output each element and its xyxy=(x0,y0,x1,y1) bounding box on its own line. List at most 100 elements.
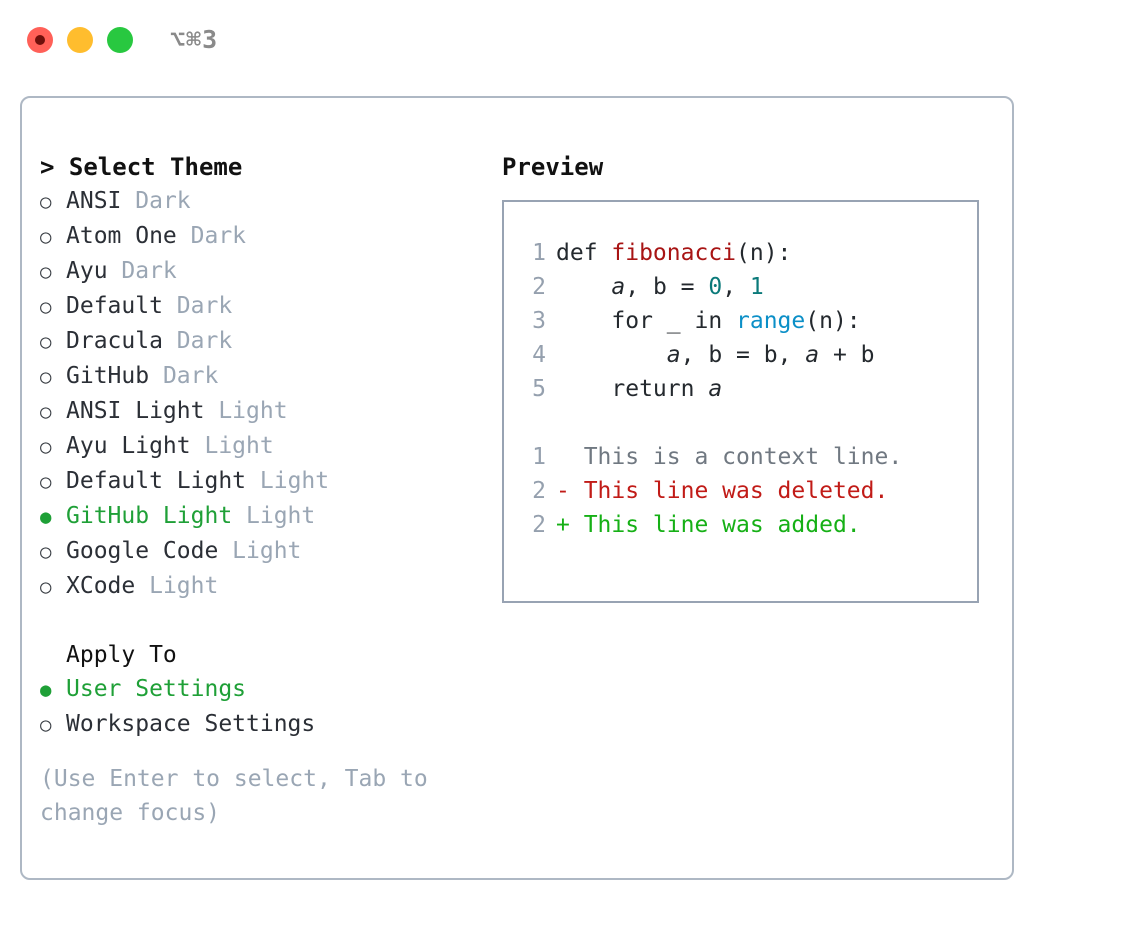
theme-item-tag: Dark xyxy=(162,363,219,389)
theme-item-dracula[interactable]: ○ Dracula Dark xyxy=(40,324,480,359)
code-line-text: a, b = b, a + b xyxy=(546,338,875,372)
code-line: 3 for _ in range(n): xyxy=(516,304,902,338)
theme-item-tag: Dark xyxy=(176,293,233,319)
select-theme-header: > Select Theme xyxy=(40,153,243,181)
theme-item-github[interactable]: ○GitHub Dark xyxy=(40,359,480,394)
code-line-text: def fibonacci(n): xyxy=(546,236,791,270)
diff-line: 2- This line was deleted. xyxy=(516,474,902,508)
radio-icon[interactable]: ○ xyxy=(40,296,52,318)
radio-icon[interactable]: ○ xyxy=(40,471,52,493)
radio-icon[interactable]: ○ xyxy=(40,576,52,598)
code-token: 1 xyxy=(749,274,764,300)
theme-item-tag: Light xyxy=(149,573,219,599)
theme-selector-column: > Select Theme ○ANSI Dark○Atom One Dark○… xyxy=(40,150,480,742)
theme-item-tag: Light xyxy=(259,468,330,494)
theme-item-label: Dracula xyxy=(66,328,177,354)
code-token: = xyxy=(666,274,709,300)
theme-item-tag: Dark xyxy=(121,258,177,284)
radio-icon[interactable]: ○ xyxy=(40,331,52,353)
radio-icon[interactable]: ○ xyxy=(40,226,52,248)
radio-icon[interactable]: ○ xyxy=(40,261,52,283)
code-line-text: for _ in range(n): xyxy=(546,304,861,338)
preview-title: Preview xyxy=(502,153,604,181)
apply-to-option-label: Workspace Settings xyxy=(66,711,316,737)
apply-to-list[interactable]: ● User Settings ○ Workspace Settings xyxy=(40,672,480,742)
radio-icon[interactable]: ○ xyxy=(40,541,52,563)
minimize-button[interactable] xyxy=(67,27,93,53)
code-token: a xyxy=(708,376,723,402)
theme-item-tag: Light xyxy=(218,398,288,424)
theme-item-ansi-light[interactable]: ○ ANSI Light Light xyxy=(40,394,480,429)
theme-list[interactable]: ○ANSI Dark○Atom One Dark○Ayu Dark○Defaul… xyxy=(40,184,480,604)
code-line: 5 return a xyxy=(516,372,902,406)
theme-item-label: Default xyxy=(66,293,177,319)
title-bar: ⌥⌘3 xyxy=(0,0,1140,76)
theme-item-default[interactable]: ○ Default Dark xyxy=(40,289,480,324)
apply-to-option-label: User Settings xyxy=(66,676,247,702)
line-number: 3 xyxy=(532,308,546,334)
theme-item-tag: Light xyxy=(246,503,316,529)
radio-icon[interactable]: ○ xyxy=(40,401,52,423)
code-line: 4 a, b = b, a + b xyxy=(516,338,902,372)
code-token: fibonacci xyxy=(611,240,737,266)
code-token: , b = b, xyxy=(680,342,806,368)
apply-to-option-workspace-settings[interactable]: ○ Workspace Settings xyxy=(40,707,480,742)
theme-item-label: ANSI Light xyxy=(66,398,219,424)
code-token: a xyxy=(666,342,681,368)
theme-item-github-light[interactable]: ● GitHub Light Light xyxy=(40,499,480,534)
theme-item-label: XCode xyxy=(66,573,150,599)
keyboard-hint-text: (Use Enter to select, Tab to change focu… xyxy=(40,766,428,826)
theme-item-label: GitHub Light xyxy=(66,503,247,529)
code-token: , xyxy=(625,274,653,300)
theme-item-google-code[interactable]: ○ Google Code Light xyxy=(40,534,480,569)
diff-line-text: - This line was deleted. xyxy=(556,478,889,504)
theme-item-label: Google Code xyxy=(66,538,233,564)
maximize-button[interactable] xyxy=(107,27,133,53)
theme-item-ayu[interactable]: ○ Ayu Dark xyxy=(40,254,480,289)
radio-icon[interactable]: ○ xyxy=(40,191,52,213)
close-button[interactable] xyxy=(27,27,53,53)
radio-selected-icon[interactable]: ● xyxy=(40,506,52,528)
radio-icon[interactable]: ○ xyxy=(40,366,52,388)
code-token: def xyxy=(556,240,612,266)
theme-item-ayu-light[interactable]: ○Ayu Light Light xyxy=(40,429,480,464)
code-token: range xyxy=(736,308,806,334)
theme-item-xcode[interactable]: ○ XCode Light xyxy=(40,569,480,604)
radio-selected-icon[interactable]: ● xyxy=(40,679,52,701)
line-number: 4 xyxy=(532,342,546,368)
apply-to-option-user-settings[interactable]: ● User Settings xyxy=(40,672,480,707)
code-token: 0 xyxy=(708,274,723,300)
code-token: (n): xyxy=(805,308,861,334)
theme-item-label: Ayu Light xyxy=(66,433,205,459)
theme-item-label: Default Light xyxy=(66,468,260,494)
theme-item-tag: Dark xyxy=(176,328,233,354)
radio-icon[interactable]: ○ xyxy=(40,714,52,736)
theme-item-tag: Dark xyxy=(135,188,191,214)
line-number: 2 xyxy=(532,512,546,538)
theme-item-label: Ayu xyxy=(66,258,122,284)
code-diff-separator xyxy=(516,406,902,440)
radio-icon[interactable]: ○ xyxy=(40,436,52,458)
keyboard-shortcut-label: ⌥⌘3 xyxy=(170,25,219,54)
theme-item-atom-one[interactable]: ○Atom One Dark xyxy=(40,219,480,254)
apply-to-header: Apply To xyxy=(66,642,177,668)
theme-item-tag: Light xyxy=(232,538,302,564)
main-panel: > Select Theme ○ANSI Dark○Atom One Dark○… xyxy=(20,96,1014,880)
diff-line: 1 This is a context line. xyxy=(516,440,902,474)
code-token: a xyxy=(611,274,626,300)
code-token: (n): xyxy=(736,240,792,266)
code-line: 2 a, b = 0, 1 xyxy=(516,270,902,304)
code-token: return xyxy=(556,376,709,402)
code-token: , xyxy=(722,274,750,300)
theme-item-default-light[interactable]: ○ Default Light Light xyxy=(40,464,480,499)
code-token: a xyxy=(805,342,820,368)
code-token: b xyxy=(652,274,667,300)
code-token: + b xyxy=(819,342,875,368)
list-spacer xyxy=(40,604,480,638)
theme-item-ansi[interactable]: ○ANSI Dark xyxy=(40,184,480,219)
theme-item-label: Atom One xyxy=(66,223,191,249)
